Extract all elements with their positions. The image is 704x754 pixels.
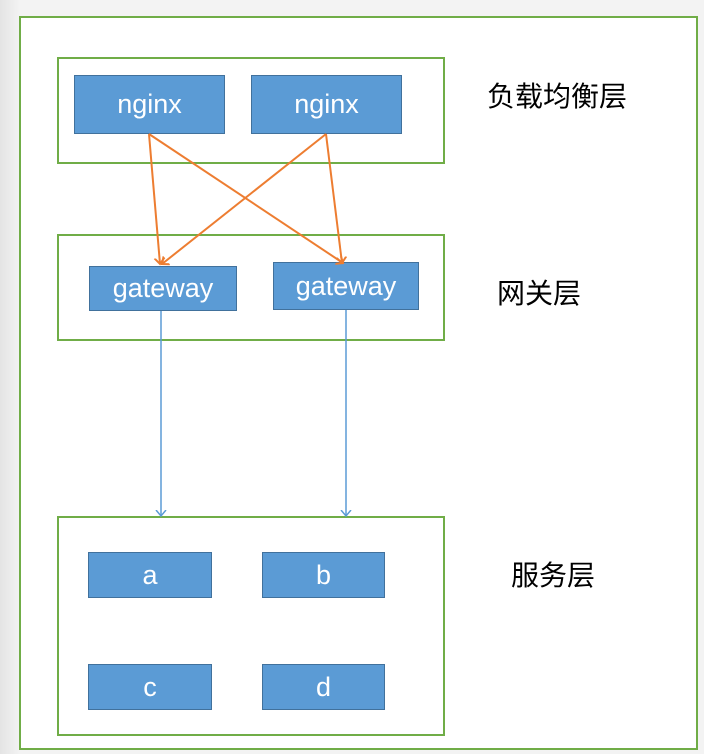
edge-nginx2-to-gateway2: [325, 133, 342, 263]
service-node-d: d: [262, 664, 385, 710]
gateway-layer-label: 网关层: [497, 277, 582, 310]
load-balancer-layer-label: 负载均衡层: [487, 80, 628, 113]
edge-nginx1-to-gateway1: [148, 133, 160, 264]
gateway-node-1: gateway: [89, 266, 237, 311]
gateway-node-2: gateway: [273, 262, 419, 310]
service-node-c: c: [88, 664, 212, 710]
edge-nginx2-to-gateway1: [162, 133, 327, 264]
service-layer-label: 服务层: [511, 559, 596, 592]
service-node-a: a: [88, 552, 212, 598]
service-node-b: b: [262, 552, 385, 598]
nginx-node-2: nginx: [251, 75, 402, 134]
